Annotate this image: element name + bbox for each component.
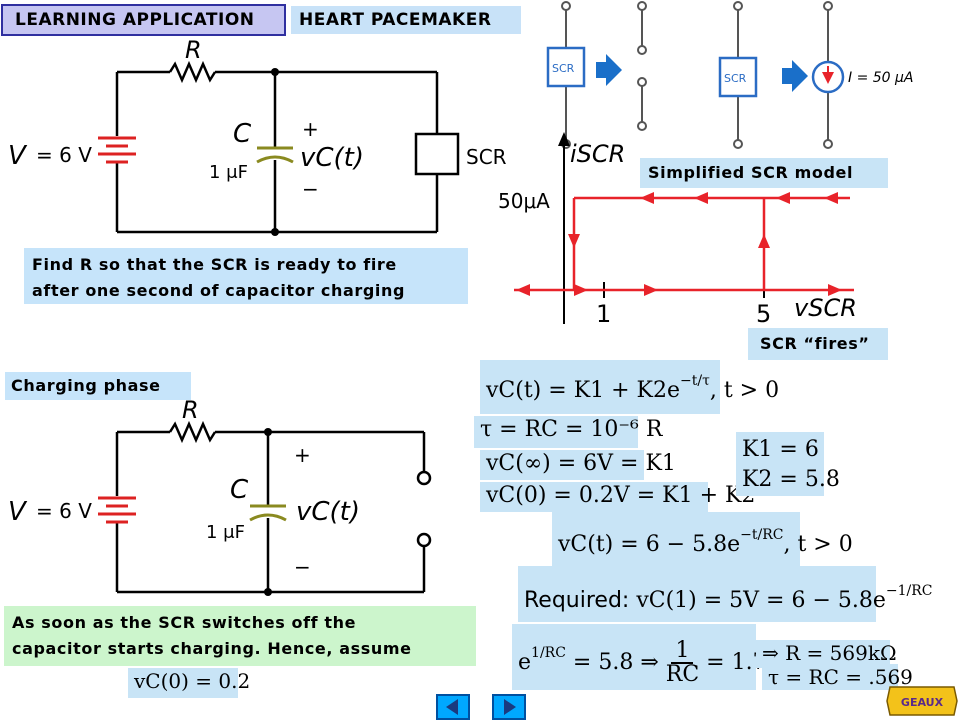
simplified-model-label: Simplified SCR model <box>640 158 888 188</box>
geaux-label: GEAUX <box>901 696 944 709</box>
vc-label: vC(t) <box>300 143 364 173</box>
capacitor-icon <box>256 146 294 164</box>
k2-value: K2 = 5.8 <box>742 467 840 492</box>
plus-sign: + <box>302 117 319 141</box>
next-button[interactable] <box>492 694 526 720</box>
vc-label-2: vC(t) <box>296 497 360 527</box>
eq7-exponent: 1/RC <box>531 645 566 661</box>
eq7-lhs: e <box>518 650 532 675</box>
eq1-lhs: vC(t) = K1 + K2e <box>486 378 680 403</box>
equation-initial-value: vC(0) = 0.2V = K1 + K2 <box>480 482 755 512</box>
scr-iv-graph: iSCR 50μA 1 5 vSCR <box>498 132 857 328</box>
eq7-denominator: RC <box>665 662 700 687</box>
initial-condition: vC(0) = 0.2 <box>128 668 250 698</box>
equation-solve-rc: e1/RC = 5.8 ⇒ 1 RC = 1.758 <box>512 624 795 690</box>
eq6-body: vC(1) = 5V = 6 − 5.8e <box>636 588 886 613</box>
eq1-condition: , t > 0 <box>709 378 780 403</box>
equation-solution: vC(t) = 6 − 5.8e−t/RC, t > 0 <box>552 512 853 566</box>
problem-line-1: Find R so that the SCR is ready to fire <box>32 255 397 274</box>
charging-phase-label: Charging phase <box>5 372 191 400</box>
level-label: 50μA <box>498 189 550 213</box>
arrow-right-nav-icon <box>504 699 516 715</box>
equation-required: Required: vC(1) = 5V = 6 − 5.8e−1/RC <box>518 566 933 622</box>
eq1-exponent: −t/τ <box>680 373 710 389</box>
x-axis-label: vSCR <box>794 294 857 322</box>
charging-circuit: R V = 6 V C 1 μF + − vC(t) <box>8 396 432 596</box>
resistor-label: R <box>185 36 202 64</box>
current-arrow-icon <box>822 72 834 84</box>
capacitor-icon-2 <box>249 504 287 522</box>
equation-r-result: ⇒ R = 569kΩ <box>756 640 897 668</box>
assume-line-2: capacitor starts charging. Hence, assume <box>12 639 412 658</box>
scr-fires-label: SCR “fires” <box>748 328 888 360</box>
arrow-right-icon-2 <box>782 60 808 92</box>
cap-value: 1 μF <box>209 162 248 183</box>
equation-final-value: vC(∞) = 6V = K1 <box>480 450 676 480</box>
scr-box-icon <box>546 46 586 88</box>
scr-box-text-2: SCR <box>724 72 747 85</box>
eq5-exponent: −t/RC <box>740 527 784 543</box>
resistor-label-2: R <box>182 396 199 424</box>
minus-sign: − <box>302 177 319 201</box>
current-label: I = 50 μA <box>848 70 914 86</box>
arrow-left-icon <box>446 699 458 715</box>
eq5-condition: , t > 0 <box>783 532 853 557</box>
battery-icon <box>98 136 136 164</box>
source-value: = 6 V <box>36 143 92 167</box>
required-word: Required: <box>524 588 630 613</box>
problem-line-2: after one second of capacitor charging <box>32 281 406 300</box>
scr-box-icon-2 <box>718 56 758 98</box>
scr-models: SCR SCR I = 50 μA <box>546 1 914 149</box>
pacemaker-circuit: R V = 6 V C 1 μF + − vC(t) SCR <box>8 36 507 236</box>
geaux-button[interactable]: GEAUX <box>886 686 958 716</box>
k1-value: K1 = 6 <box>742 437 819 462</box>
cap-value-2: 1 μF <box>206 522 245 543</box>
tick-5: 5 <box>756 300 771 328</box>
scr-box-text: SCR <box>552 62 575 75</box>
assume-line-1: As soon as the SCR switches off the <box>12 613 357 632</box>
source-var: V <box>8 141 28 171</box>
constants-box: K1 = 6 K2 = 5.8 <box>736 432 840 496</box>
eq7-numerator: 1 <box>671 640 694 664</box>
equation-general-solution: vC(t) = K1 + K2e−t/τ, t > 0 <box>480 360 779 414</box>
plus-sign-2: + <box>294 443 311 467</box>
battery-icon-2 <box>98 496 136 524</box>
app-title: LEARNING APPLICATION <box>1 4 286 36</box>
cap-name-2: C <box>230 475 249 505</box>
problem-statement: Find R so that the SCR is ready to fire … <box>24 248 468 304</box>
scr-label: SCR <box>466 145 507 169</box>
eq5-lhs: vC(t) = 6 − 5.8e <box>558 532 741 557</box>
equation-tau-result: τ = RC = .569 <box>762 664 913 690</box>
minus-sign-2: − <box>294 555 311 579</box>
source-value-2: = 6 V <box>36 499 92 523</box>
topic-title: HEART PACEMAKER <box>291 6 521 34</box>
eq6-exponent: −1/RC <box>885 583 933 599</box>
equation-tau: τ = RC = 10⁻⁶ R <box>474 416 662 448</box>
tick-1: 1 <box>596 300 611 328</box>
cap-name: C <box>233 119 252 149</box>
source-var-2: V <box>8 497 28 527</box>
assumption-note: As soon as the SCR switches off the capa… <box>4 606 476 666</box>
arrow-right-icon <box>596 54 622 86</box>
y-axis-label: iSCR <box>570 140 625 168</box>
previous-button[interactable] <box>436 694 470 720</box>
eq7-fraction: 1 RC <box>666 640 699 686</box>
eq7-mid: = 5.8 ⇒ <box>572 650 659 675</box>
